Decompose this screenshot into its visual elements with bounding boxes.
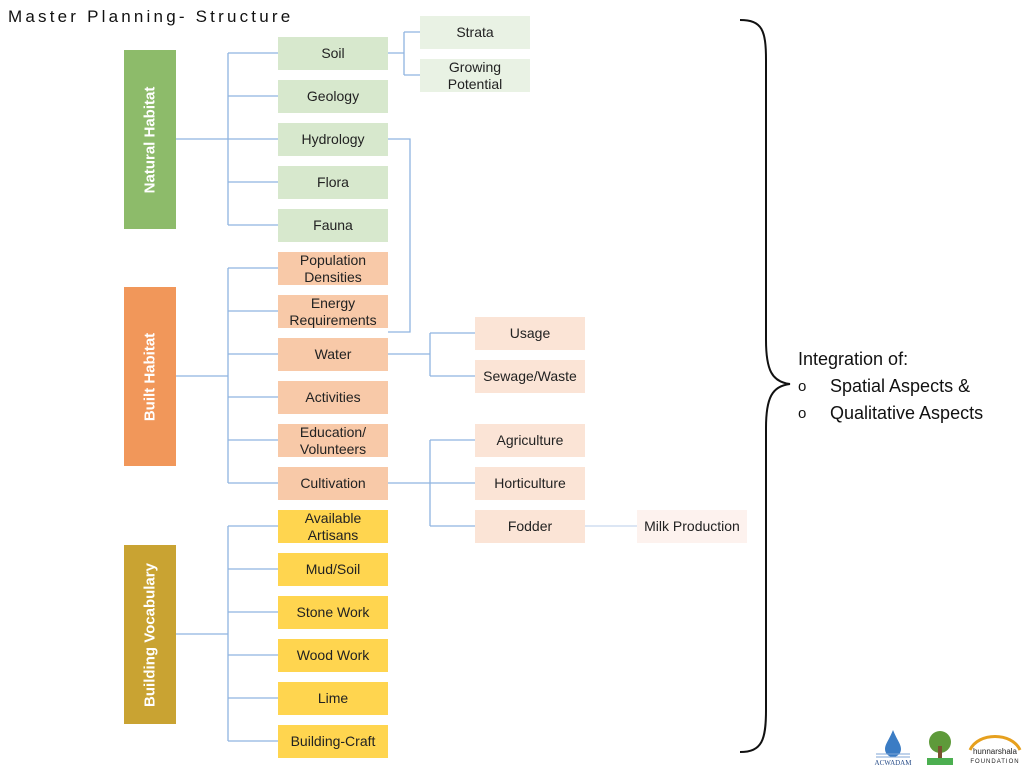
- integration-item-text: Spatial Aspects &: [830, 376, 971, 396]
- node-mud-soil: Mud/Soil: [278, 553, 388, 586]
- node-strata: Strata: [420, 16, 530, 49]
- category-built-habitat: Built Habitat: [124, 287, 176, 466]
- node-fauna: Fauna: [278, 209, 388, 242]
- node-fodder: Fodder: [475, 510, 585, 543]
- curly-brace: [739, 19, 791, 753]
- page-title: Master Planning- Structure: [8, 7, 294, 26]
- node-stone-work: Stone Work: [278, 596, 388, 629]
- partner-logos: ACWADAM hunnarshala FOUNDATION: [872, 728, 1024, 766]
- bullet: o: [798, 378, 807, 395]
- node-usage: Usage: [475, 317, 585, 350]
- integration-item: o Qualitative Aspects: [798, 400, 983, 427]
- node-milk-production: Milk Production: [637, 510, 747, 543]
- category-natural-habitat: Natural Habitat: [124, 50, 176, 229]
- category-label: Natural Habitat: [141, 86, 159, 193]
- vocabulary-connectors: [176, 525, 278, 742]
- node-cultivation: Cultivation: [278, 467, 388, 500]
- node-activities: Activities: [278, 381, 388, 414]
- node-flora: Flora: [278, 166, 388, 199]
- node-hydrology: Hydrology: [278, 123, 388, 156]
- node-population-densities: Population Densities: [278, 252, 388, 285]
- node-building-craft: Building-Craft: [278, 725, 388, 758]
- hunnarshala-logo: hunnarshala FOUNDATION: [968, 735, 1022, 765]
- built-connectors: [176, 267, 637, 527]
- natural-connectors: [176, 31, 420, 333]
- category-label: Building Vocabulary: [141, 562, 159, 707]
- svg-text:hunnarshala: hunnarshala: [973, 747, 1018, 756]
- node-horticulture: Horticulture: [475, 467, 585, 500]
- node-water: Water: [278, 338, 388, 371]
- integration-item-text: Qualitative Aspects: [830, 403, 984, 423]
- node-agriculture: Agriculture: [475, 424, 585, 457]
- integration-heading: Integration of:: [798, 349, 909, 369]
- node-wood-work: Wood Work: [278, 639, 388, 672]
- bullet: o: [798, 405, 807, 422]
- node-available-artisans: Available Artisans: [278, 510, 388, 543]
- category-building-vocabulary: Building Vocabulary: [124, 545, 176, 724]
- node-sewage-waste: Sewage/Waste: [475, 360, 585, 393]
- svg-text:FOUNDATION: FOUNDATION: [970, 759, 1019, 765]
- kalpavriksh-logo: [927, 731, 953, 765]
- node-soil: Soil: [278, 37, 388, 70]
- acwadam-logo: ACWADAM: [875, 730, 913, 766]
- node-energy-requirements: Energy Requirements: [278, 295, 388, 328]
- node-lime: Lime: [278, 682, 388, 715]
- node-geology: Geology: [278, 80, 388, 113]
- node-education-volunteers: Education/ Volunteers: [278, 424, 388, 457]
- svg-text:ACWADAM: ACWADAM: [875, 759, 913, 766]
- integration-item: o Spatial Aspects &: [798, 373, 983, 400]
- category-label: Built Habitat: [141, 332, 159, 421]
- node-growing-potential: Growing Potential: [420, 59, 530, 92]
